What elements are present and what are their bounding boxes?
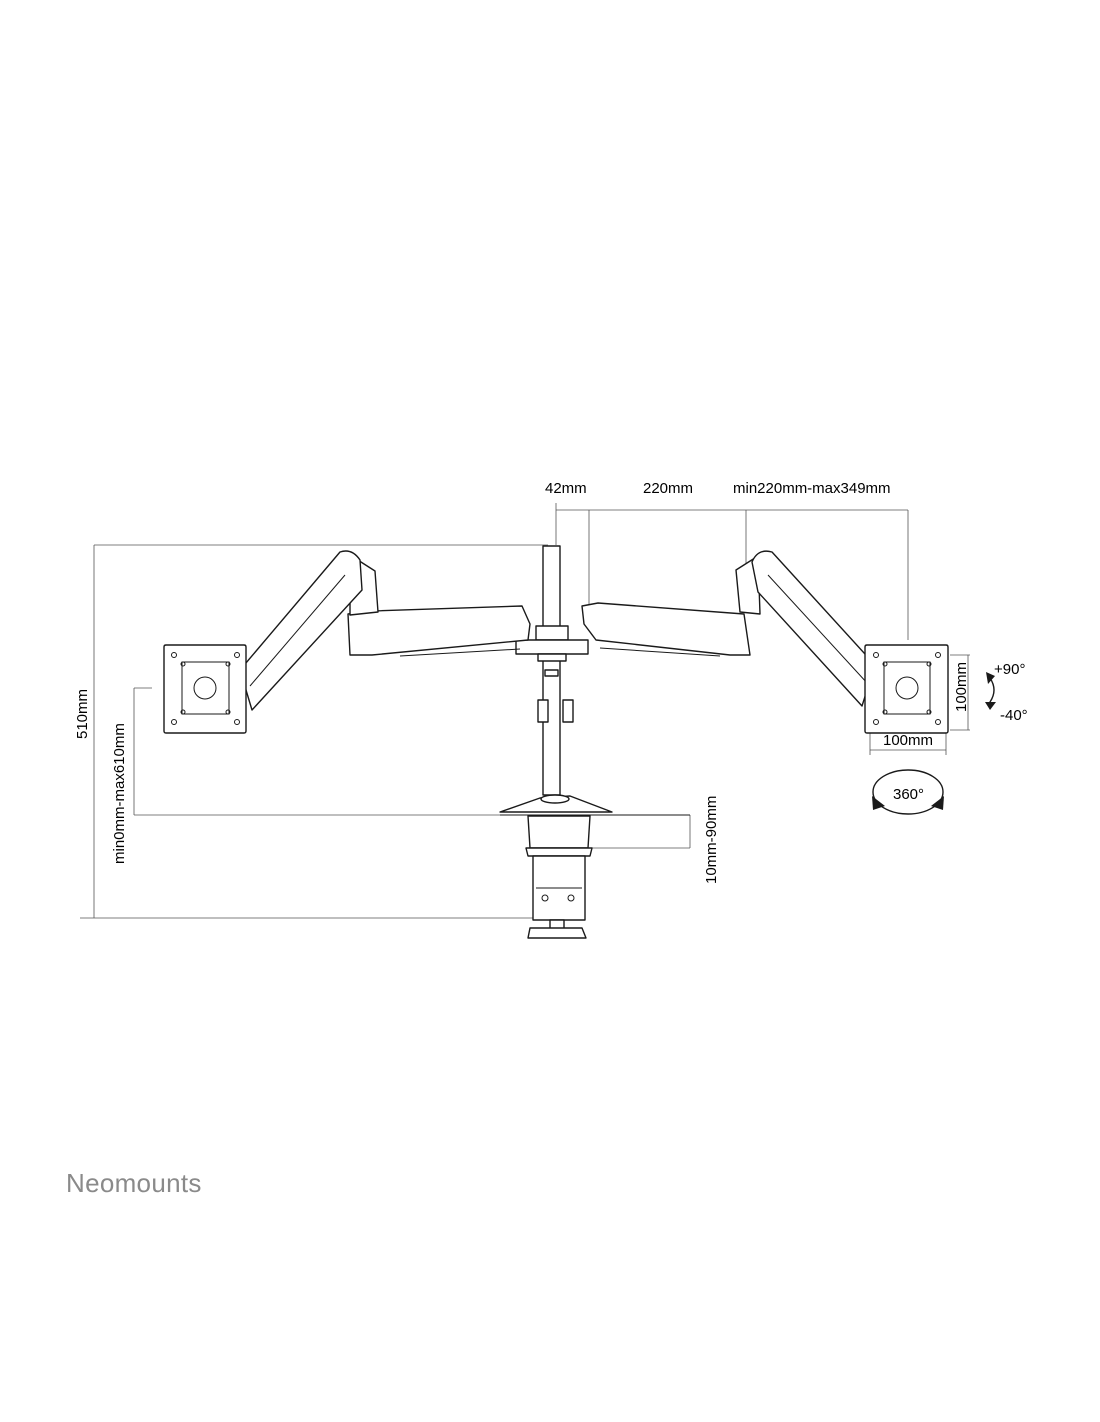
tilt-up-label: +90° [994,661,1025,678]
rotation-label: 360° [893,786,924,803]
height-adjust-label: min0mm-max610mm [111,723,128,864]
pole-offset-label: 42mm [545,480,587,497]
left-vesa-plate [163,644,247,734]
arm-reach-label: min220mm-max349mm [733,480,891,497]
right-arm [581,550,876,707]
tilt-arrow-icon [985,672,996,710]
tilt-down-label: -40° [1000,707,1028,724]
right-vesa-plate [864,644,949,734]
vesa-height-label: 100mm [953,662,970,712]
left-arm [239,550,531,711]
mount-pole [537,545,574,796]
vesa-width-label: 100mm [883,732,933,749]
brand-logo: Neomounts [66,1168,202,1198]
desk-thickness-label: 10mm-90mm [703,796,720,884]
desk-clamp [499,794,613,939]
rotation-360-icon [872,769,944,815]
center-hub [515,625,589,662]
dimension-lines [80,503,970,919]
dimension-labels: 42mm 220mm min220mm-max349mm 510mm min0m… [74,480,1028,884]
arm-segment-label: 220mm [643,480,693,497]
total-height-label: 510mm [74,689,91,739]
